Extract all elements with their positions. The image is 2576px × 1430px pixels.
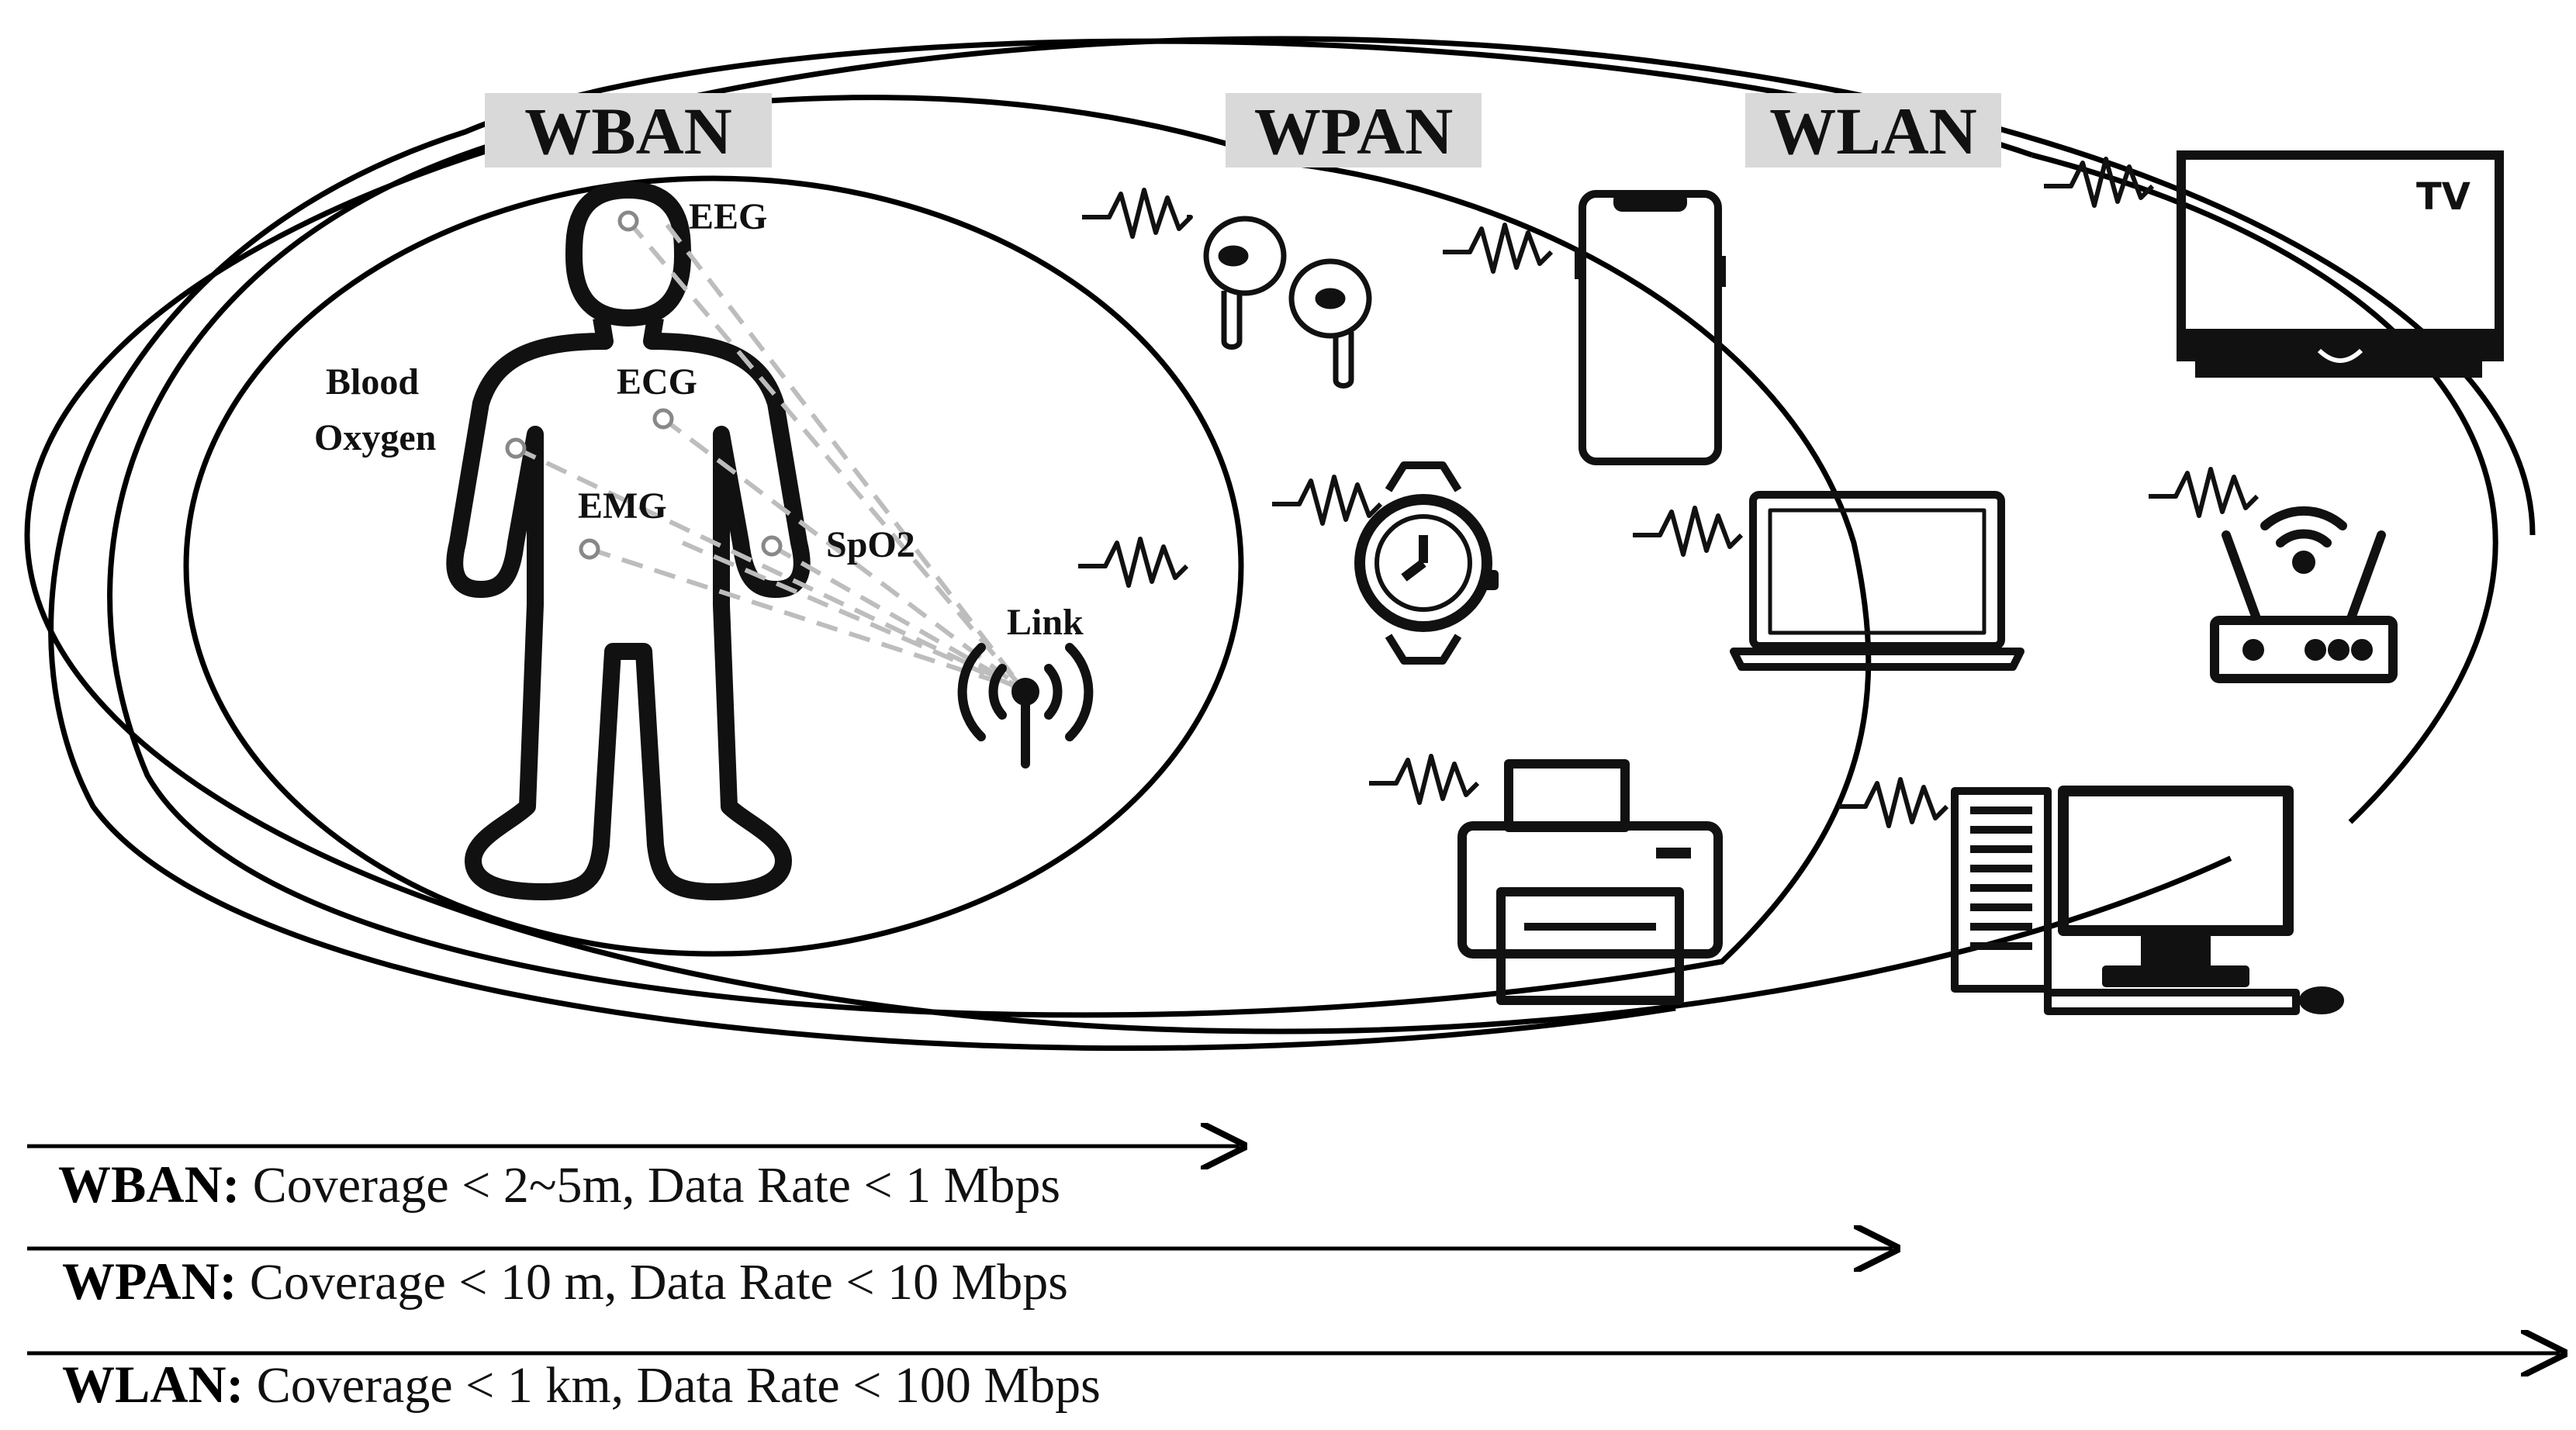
wlan-coverage-arc xyxy=(2031,152,2498,824)
emg-label: EMG xyxy=(578,485,667,527)
signal-wave-icon xyxy=(1082,188,1193,239)
smartphone-icon xyxy=(1575,190,1726,465)
wban-label-bg xyxy=(485,93,772,168)
signal-wave-icon xyxy=(1633,506,1744,557)
signal-wave-icon xyxy=(1443,223,1554,274)
signal-wave-icon xyxy=(1272,475,1383,526)
laptop-icon xyxy=(1730,491,2024,671)
signal-waves xyxy=(1078,157,2260,828)
blood-oxygen-sensor-dot xyxy=(505,437,527,459)
earbuds-icon xyxy=(1203,216,1372,389)
wlan-label-bg xyxy=(1745,93,2001,168)
wlan-outer-arc xyxy=(48,38,2034,1052)
wban-label: WBAN xyxy=(524,94,732,168)
signal-wave-icon xyxy=(1078,537,1189,588)
smartwatch-icon xyxy=(1354,461,1499,665)
blood-label: Blood xyxy=(326,361,419,402)
emg-sensor-dot xyxy=(579,538,600,560)
ecg-label: ECG xyxy=(617,361,697,402)
wlan-label: WLAN xyxy=(1769,94,1977,168)
wlan-coverage-ellipse xyxy=(24,36,2536,1035)
eeg-label: EEG xyxy=(689,196,767,237)
router-icon xyxy=(2210,506,2398,683)
oxygen-label: Oxygen xyxy=(314,417,436,458)
legend-wlan: WLAN: Coverage < 1 km, Data Rate < 100 M… xyxy=(62,1355,1101,1414)
tv-text: TV xyxy=(2416,175,2471,219)
sensor-nodes xyxy=(505,210,783,560)
desktop-computer-icon xyxy=(1951,786,2344,1015)
eeg-sensor-dot xyxy=(617,210,639,232)
human-body-icon xyxy=(446,181,811,900)
printer-icon xyxy=(1457,759,1723,1005)
spo2-label: SpO2 xyxy=(826,524,915,565)
signal-wave-icon xyxy=(2044,157,2155,208)
wpan-label-bg xyxy=(1226,93,1482,168)
spo2-sensor-dot xyxy=(761,535,783,557)
signal-wave-icon xyxy=(1838,777,1949,828)
tv-icon xyxy=(2177,150,2504,378)
legend-wban: WBAN: Coverage < 2~5m, Data Rate < 1 Mbp… xyxy=(58,1155,1060,1214)
signal-wave-icon xyxy=(2149,467,2260,518)
wban-coverage-ellipse xyxy=(183,175,1244,957)
sensor-links xyxy=(514,219,1026,693)
antenna-icon xyxy=(957,643,1094,769)
legend-wpan: WPAN: Coverage < 10 m, Data Rate < 10 Mb… xyxy=(62,1252,1068,1311)
ecg-sensor-dot xyxy=(652,408,674,430)
signal-wave-icon xyxy=(1369,754,1480,805)
wpan-label: WPAN xyxy=(1254,94,1453,168)
link-label: Link xyxy=(1007,602,1084,643)
